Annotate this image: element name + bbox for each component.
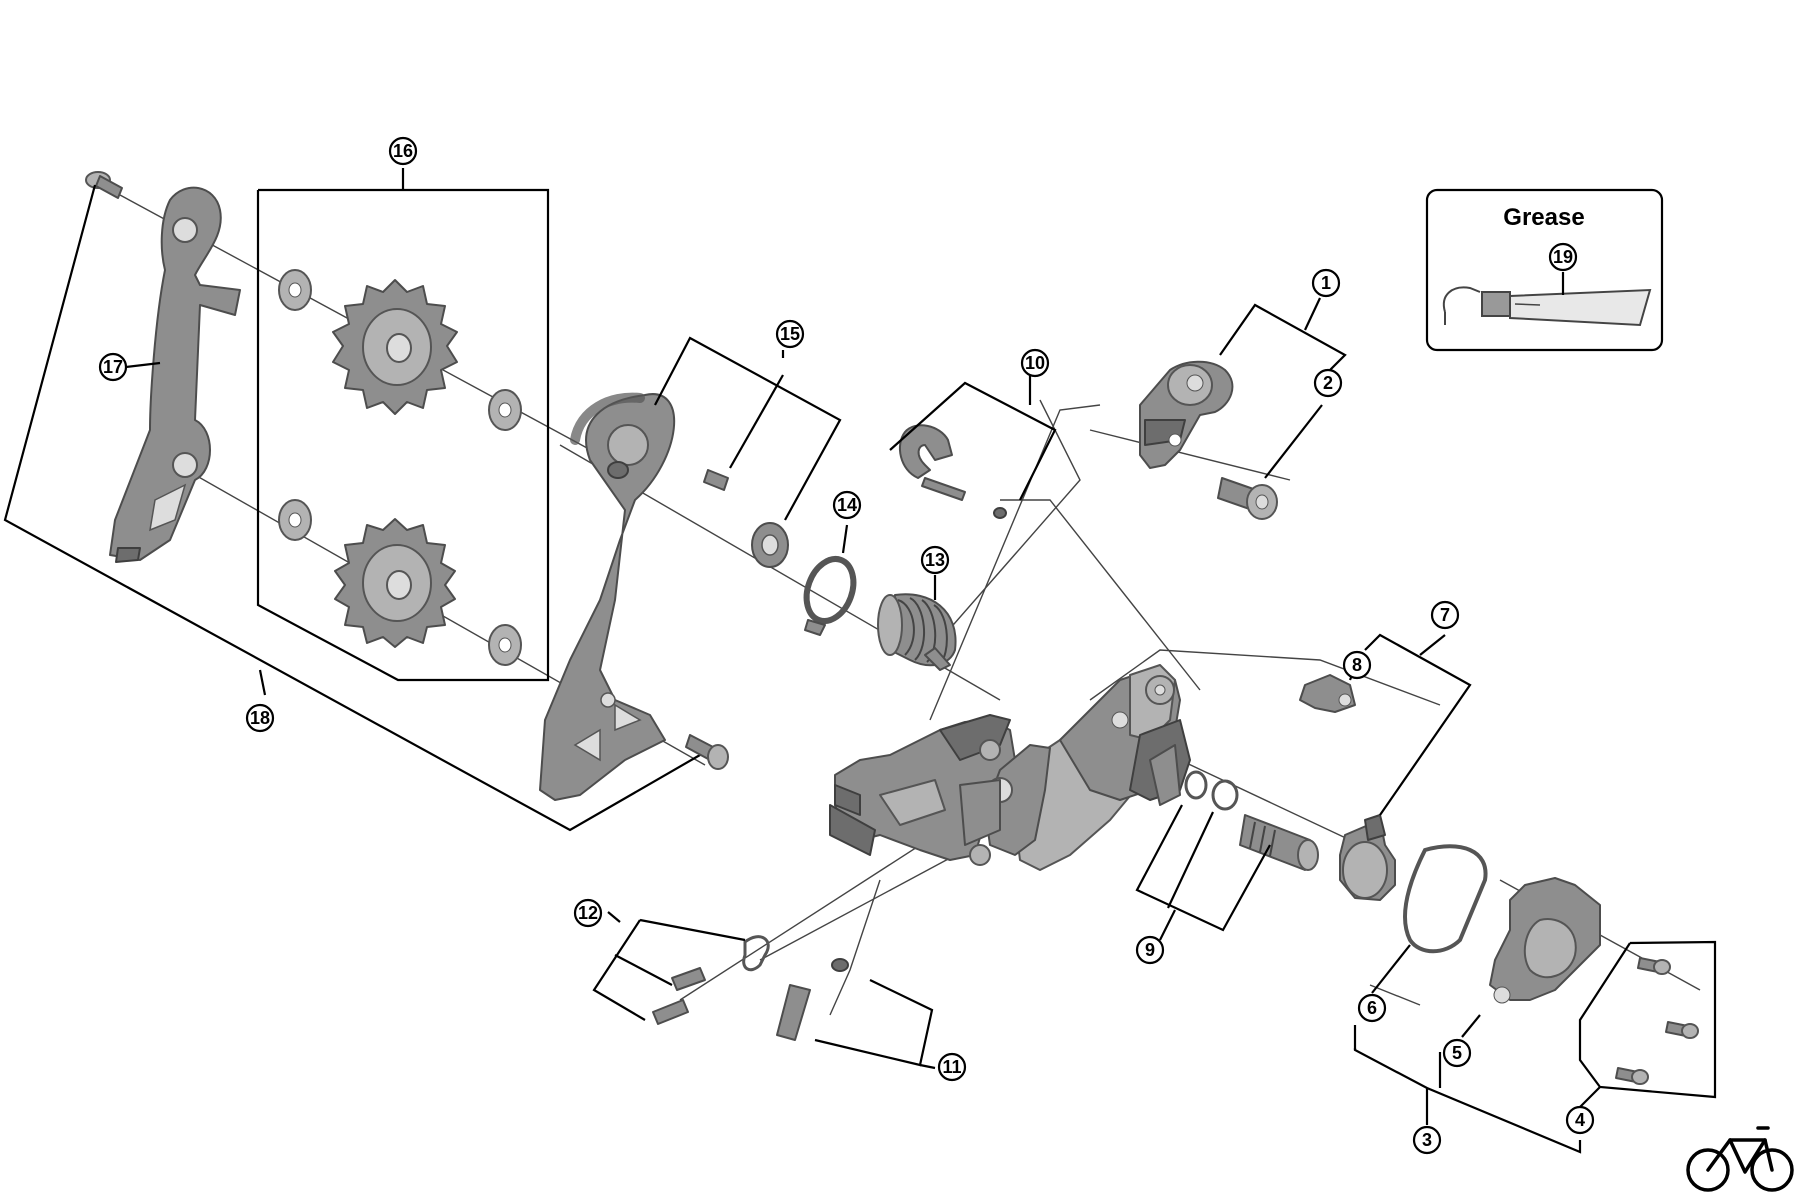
svg-text:4: 4	[1575, 1110, 1585, 1130]
callout-8: 8	[1342, 650, 1372, 680]
bracket-12	[592, 919, 646, 1021]
callout-13: 13	[920, 545, 950, 575]
svg-text:11: 11	[942, 1057, 961, 1077]
cover	[1489, 877, 1601, 1004]
adjusting-knob	[1339, 814, 1396, 901]
callout-18: 18	[245, 703, 275, 733]
svg-text:8: 8	[1352, 655, 1362, 675]
svg-text:7: 7	[1440, 605, 1450, 625]
axle-pin	[776, 958, 849, 1041]
bracket-11	[814, 979, 934, 1067]
callout-14: 14	[832, 490, 862, 520]
svg-text:19: 19	[1553, 247, 1573, 267]
grease-title: Grease	[1503, 204, 1584, 231]
callout-3: 3	[1412, 1125, 1442, 1155]
stop-screws	[652, 935, 770, 1025]
callout-10: 10	[1020, 348, 1050, 378]
cable-clamp	[1299, 674, 1356, 713]
bracket-15	[654, 336, 842, 521]
seal-gasket	[1403, 844, 1488, 954]
o-rings-and-axle	[1184, 770, 1319, 871]
callout-1: 1	[1311, 268, 1341, 298]
callout-12: 12	[573, 898, 603, 928]
b-tension-hook	[898, 424, 1007, 519]
callout-9: 9	[1135, 935, 1165, 965]
callout-16: 16	[388, 136, 418, 166]
callout-7: 7	[1430, 600, 1460, 630]
derailleur-body	[829, 664, 1191, 871]
callout-6: 6	[1357, 993, 1387, 1023]
svg-text:3: 3	[1422, 1130, 1432, 1150]
callout-19: 19	[1548, 242, 1578, 272]
bracket-18	[3, 184, 701, 832]
svg-text:14: 14	[837, 495, 857, 515]
svg-text:12: 12	[578, 903, 598, 923]
snap-ring	[803, 556, 857, 636]
grease-tube-icon	[1442, 286, 1652, 327]
svg-text:17: 17	[103, 357, 123, 377]
bracket-18-leader	[258, 669, 267, 696]
bracket-10	[889, 381, 1057, 501]
callout-4: 4	[1565, 1105, 1595, 1135]
grease-box: Grease	[1425, 188, 1664, 352]
svg-text:5: 5	[1452, 1043, 1462, 1063]
spring	[877, 593, 957, 671]
svg-text:6: 6	[1367, 998, 1377, 1018]
bracket-3	[1353, 1048, 1582, 1154]
bicycle-icon	[1686, 1126, 1794, 1192]
inner-cage-plate	[539, 392, 789, 801]
bracket-9	[1135, 804, 1271, 932]
pulley-set-box	[256, 168, 550, 682]
callout-11: 11	[937, 1052, 967, 1082]
svg-text:1: 1	[1321, 273, 1331, 293]
callout-17: 17	[98, 352, 128, 382]
outer-cage-plate	[85, 171, 241, 563]
svg-text:18: 18	[250, 708, 270, 728]
bracket-7	[1364, 633, 1472, 816]
top-link-assembly	[1139, 360, 1278, 520]
callout-5: 5	[1442, 1038, 1472, 1068]
svg-text:10: 10	[1025, 353, 1045, 373]
svg-text:13: 13	[925, 550, 945, 570]
cover-screws	[1615, 957, 1699, 1085]
svg-text:9: 9	[1145, 940, 1155, 960]
svg-text:15: 15	[780, 324, 800, 344]
svg-text:2: 2	[1323, 373, 1333, 393]
svg-text:16: 16	[393, 141, 413, 161]
callout-2: 2	[1313, 368, 1343, 398]
callout-15: 15	[775, 319, 805, 349]
